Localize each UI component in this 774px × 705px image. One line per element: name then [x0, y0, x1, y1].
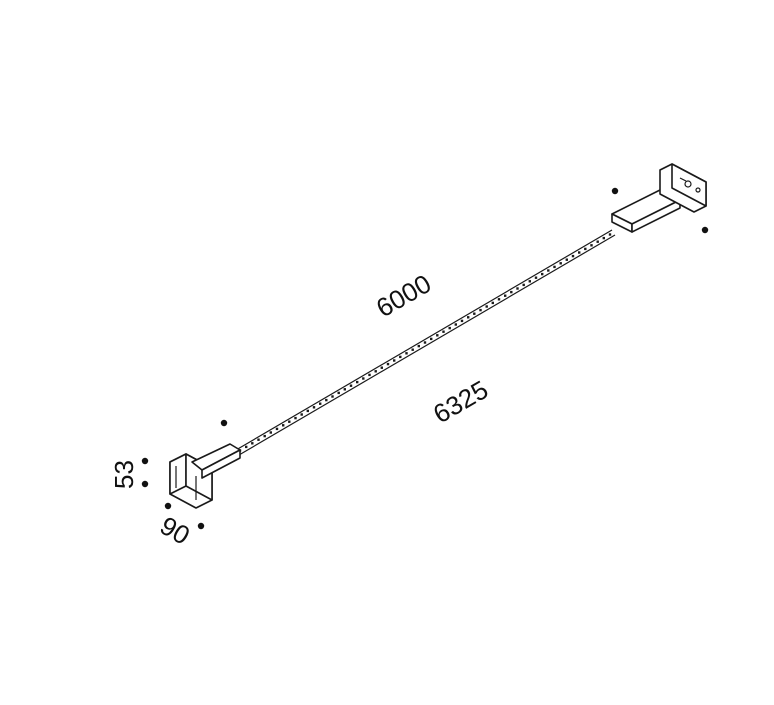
led-mark	[596, 240, 599, 243]
led-mark	[417, 344, 420, 348]
led-mark	[559, 262, 562, 265]
led-mark	[275, 427, 279, 431]
led-mark	[528, 280, 531, 283]
marker-dot	[611, 187, 619, 195]
led-mark	[374, 370, 377, 373]
led-strip-profile	[235, 229, 616, 456]
led-mark	[602, 236, 605, 240]
led-mark	[343, 388, 346, 391]
led-mark	[553, 265, 556, 269]
led-mark	[331, 395, 334, 398]
led-mark	[578, 251, 581, 254]
led-mark	[448, 326, 451, 330]
led-mark	[312, 406, 316, 409]
led-mark	[356, 380, 359, 384]
led-mark	[288, 420, 291, 423]
led-mark	[349, 384, 353, 387]
led-mark	[380, 366, 383, 369]
led-mark	[473, 312, 476, 315]
led-dots	[238, 233, 612, 452]
led-mark	[485, 305, 488, 308]
led-mark	[263, 434, 266, 438]
led-mark	[565, 258, 568, 261]
led-mark	[300, 413, 303, 416]
dimension-label-length-outer: 6325	[428, 374, 493, 429]
led-mark	[571, 254, 575, 258]
led-mark	[386, 362, 390, 366]
led-mark	[368, 373, 371, 377]
dimension-markers	[141, 187, 709, 530]
marker-dot	[141, 457, 149, 465]
dimension-label-height: 53	[109, 460, 139, 489]
led-mark	[454, 323, 457, 326]
marker-dot	[141, 480, 149, 488]
dimension-label-width: 90	[155, 510, 195, 550]
led-mark	[399, 355, 402, 359]
marker-dot	[220, 419, 228, 427]
led-mark	[325, 398, 328, 402]
led-mark	[269, 431, 272, 434]
led-mark	[491, 301, 494, 305]
led-mark	[590, 244, 593, 247]
led-mark	[436, 334, 439, 337]
led-mark	[460, 319, 464, 323]
led-mark	[479, 308, 482, 312]
led-mark	[584, 247, 587, 251]
led-mark	[547, 269, 550, 272]
led-mark	[405, 352, 408, 355]
led-mark	[504, 294, 507, 297]
led-mark	[282, 424, 285, 427]
marker-dot	[164, 502, 172, 510]
led-mark	[516, 287, 519, 290]
right-end-cap	[611, 163, 707, 233]
led-mark	[541, 272, 544, 276]
led-mark	[251, 442, 254, 445]
marker-dot	[197, 522, 205, 530]
led-mark	[393, 359, 396, 362]
led-mark	[430, 337, 433, 341]
led-mark	[510, 290, 513, 294]
led-mark	[294, 416, 297, 420]
led-mark	[497, 298, 501, 301]
led-mark	[319, 402, 322, 405]
marker-dot	[701, 226, 709, 234]
dimension-label-length-inner: 6000	[371, 268, 436, 323]
led-mark	[337, 391, 340, 395]
led-mark	[257, 438, 260, 441]
led-mark	[245, 445, 248, 449]
left-end-cap	[169, 443, 241, 509]
led-mark	[608, 233, 612, 236]
led-mark	[411, 348, 414, 351]
led-mark	[522, 283, 525, 287]
led-mark	[306, 409, 309, 413]
led-mark	[442, 330, 445, 333]
led-mark	[362, 377, 365, 380]
led-mark	[467, 316, 470, 319]
led-mark	[534, 276, 538, 279]
led-mark	[423, 341, 427, 344]
